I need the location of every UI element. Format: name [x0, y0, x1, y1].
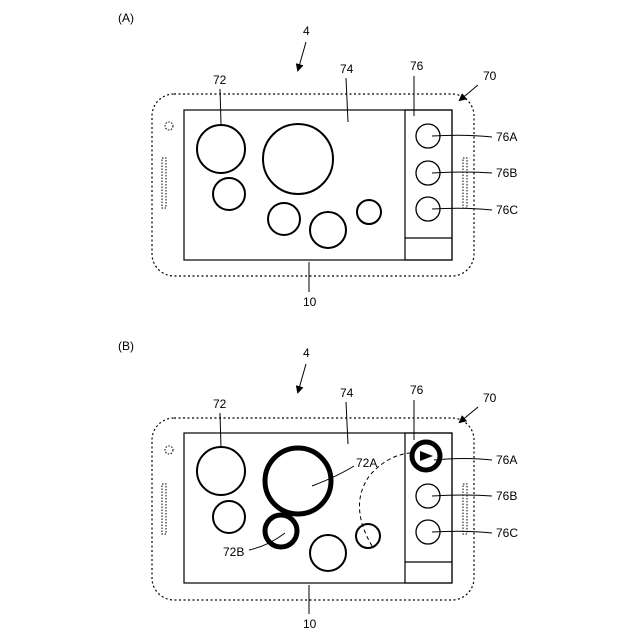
pointer-cursor-icon: [420, 451, 433, 461]
figure-a: (A) 4 70 10 76 74 72: [118, 11, 518, 309]
housing-arrow-a: [460, 85, 478, 100]
icons-ref-b: 72: [213, 397, 227, 411]
highlight-label-72a: 72A: [356, 456, 377, 470]
device-ref-b: 4: [303, 346, 310, 360]
app-icon-6-b: [356, 524, 380, 548]
sidebar-item-label-76c-b: 76C: [496, 526, 518, 540]
app-icon-1: [197, 125, 245, 173]
leader-76c-a: [432, 208, 492, 210]
leader-76c-b: [432, 531, 492, 533]
speaker-grille-left: [162, 158, 166, 208]
housing-ref-b: 70: [483, 391, 497, 405]
area-ref-a: 74: [340, 62, 354, 76]
panel-label-a: (A): [118, 11, 134, 25]
leader-76a-a: [432, 135, 492, 137]
app-icon-4: [268, 203, 300, 235]
sidebar-item-label-76b-a: 76B: [496, 166, 517, 180]
icons-ref-a: 72: [213, 73, 227, 87]
device-arrow-b: [298, 364, 306, 392]
app-icon-2: [263, 124, 333, 194]
device-ref-a: 4: [303, 24, 310, 38]
speaker-grille-right-b: [463, 484, 467, 534]
panel-label-b: (B): [118, 339, 134, 353]
device-arrow-a: [298, 42, 306, 70]
area-ref-b: 74: [340, 386, 354, 400]
area-leader-a: [346, 78, 348, 122]
app-icon-1-b: [197, 447, 245, 495]
screen-ref-b: 10: [303, 617, 317, 631]
app-icon-3: [213, 178, 245, 210]
app-icon-72a: [265, 448, 331, 514]
app-icon-6: [357, 200, 381, 224]
app-icon-3-b: [213, 501, 245, 533]
app-icon-5: [310, 212, 346, 248]
sidebar-item-label-76a-b: 76A: [496, 453, 517, 467]
speaker-grille-right: [463, 158, 467, 208]
sidebar-item-label-76a-a: 76A: [496, 130, 517, 144]
camera-icon: [165, 122, 173, 130]
leader-76b-b: [432, 495, 492, 496]
sidebar-item-label-76b-b: 76B: [496, 489, 517, 503]
sidebar-item-label-76c-a: 76C: [496, 203, 518, 217]
sidebar-ref-a: 76: [410, 59, 424, 73]
highlight-label-72b: 72B: [223, 545, 244, 559]
housing-arrow-b: [460, 407, 478, 422]
screen-ref-a: 10: [303, 295, 317, 309]
camera-icon-b: [165, 446, 173, 454]
app-icon-5-b: [310, 535, 346, 571]
sidebar-ref-b: 76: [410, 383, 424, 397]
leader-76a-b: [434, 459, 492, 461]
area-leader-b: [346, 402, 348, 444]
leader-76b-a: [432, 172, 492, 173]
figure-b: (B) 4 70 10 76 74 72 72A 72B: [118, 339, 518, 631]
housing-ref-a: 70: [483, 69, 497, 83]
speaker-grille-left-b: [162, 484, 166, 534]
